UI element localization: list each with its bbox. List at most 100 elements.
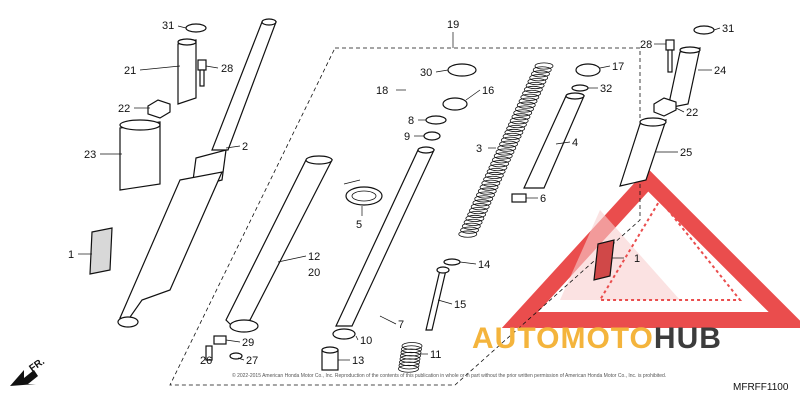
callout-c8: 8 <box>408 115 414 127</box>
spring-coil <box>520 93 540 101</box>
leader-line-c4 <box>555 141 571 145</box>
spring-coil <box>525 81 545 90</box>
spring-coil <box>500 136 520 144</box>
callout-c26: 26 <box>200 355 212 367</box>
watermark-text: AUTOMOTOHUB <box>472 322 722 355</box>
spring-coil <box>506 124 526 133</box>
callout-c29: 29 <box>242 337 254 349</box>
washer-9 <box>423 131 441 141</box>
spring-coil <box>488 164 508 172</box>
spring-seat-6 <box>511 193 527 203</box>
callout-c28: 28 <box>221 63 233 75</box>
spring-coil <box>472 199 492 207</box>
spring-coil <box>479 183 499 191</box>
spring-coil <box>516 101 536 109</box>
front-arrow-icon <box>10 370 38 386</box>
spring-coil <box>458 230 478 238</box>
spring-coil <box>477 187 497 195</box>
callout-c24: 24 <box>714 65 726 77</box>
fork-tube-2 <box>117 18 277 328</box>
spring-coil <box>486 167 506 176</box>
callout-c30: 30 <box>420 67 432 79</box>
leader-line-c17 <box>599 65 611 69</box>
leader-line-c14 <box>459 261 477 265</box>
callout-c7: 7 <box>398 319 404 331</box>
spring-coil <box>490 160 510 168</box>
leader-line-c31r <box>713 27 721 31</box>
leader-line-c2 <box>225 145 241 149</box>
watermark-logo <box>501 168 800 328</box>
spring-coil <box>476 191 495 199</box>
reflector-1-right <box>593 239 615 281</box>
spring-coil <box>497 144 517 152</box>
callout-c28r: 28 <box>640 39 652 51</box>
bolt-29 <box>213 335 227 345</box>
watermark-part-a: AUTO <box>472 322 560 355</box>
spring-coil <box>495 148 515 156</box>
cap-17 <box>575 63 601 77</box>
assembly-group-19-outline <box>169 47 641 386</box>
spring-coil <box>508 121 527 129</box>
leader-line-c30 <box>435 69 449 73</box>
spacer-4 <box>523 92 585 189</box>
spring-coil <box>522 89 541 97</box>
leader-line-c28 <box>205 65 219 69</box>
front-direction-label: FR. <box>27 356 47 374</box>
bolt-28-right <box>665 39 675 73</box>
bushing-10 <box>332 328 356 340</box>
callout-c17: 17 <box>612 61 624 73</box>
callout-c6: 6 <box>540 193 546 205</box>
spring-coil <box>463 218 483 226</box>
fork-pipe-7 <box>335 146 435 327</box>
leader-line-c16 <box>465 89 481 101</box>
callout-c13: 13 <box>352 355 364 367</box>
watermark-part-c: HUB <box>654 322 722 355</box>
fork-spring-3 <box>458 62 554 238</box>
callout-c23: 23 <box>84 149 96 161</box>
spring-coil <box>484 171 504 180</box>
spring-coil <box>474 195 494 203</box>
spring-coil <box>483 175 502 183</box>
leader-line-c31 <box>177 25 187 29</box>
spring-coil <box>470 203 490 211</box>
callout-c4: 4 <box>572 137 578 149</box>
callout-c1r: 1 <box>634 253 640 265</box>
leader-line-c7 <box>379 315 397 325</box>
spring-coil <box>398 361 420 370</box>
spring-coil <box>400 348 422 357</box>
nut-22-right <box>653 97 677 117</box>
leader-line-c12 <box>277 255 307 263</box>
o-ring-31-right <box>693 25 715 35</box>
callout-c16: 16 <box>482 85 494 97</box>
fork-cover-23 <box>119 119 161 191</box>
callout-c21: 21 <box>124 65 136 77</box>
nut-22-left <box>147 99 171 119</box>
spring-coil <box>523 85 543 94</box>
bolt-26 <box>205 345 213 361</box>
copyright-notice: © 2022-2015 American Honda Motor Co., In… <box>232 372 666 379</box>
spring-coil <box>531 70 550 78</box>
front-direction-indicator: FR. <box>10 356 47 386</box>
spring-coil <box>481 179 501 187</box>
spring-coil <box>513 109 533 117</box>
leader-line-c10 <box>355 335 359 341</box>
spring-coil <box>465 214 485 223</box>
fork-cover-21 <box>177 38 197 105</box>
spring-coil <box>499 140 518 148</box>
spring-coil <box>400 351 421 360</box>
callout-c1: 1 <box>68 249 74 261</box>
callout-c25: 25 <box>680 147 692 159</box>
callout-c12: 12 <box>308 251 320 263</box>
callout-c10: 10 <box>360 335 372 347</box>
spring-coil <box>401 342 423 350</box>
callout-c15: 15 <box>454 299 466 311</box>
callout-c22r: 22 <box>686 107 698 119</box>
o-ring-31-left <box>185 23 207 33</box>
spring-coil <box>467 210 487 219</box>
callout-c22: 22 <box>118 103 130 115</box>
oil-seal-5 <box>343 179 383 206</box>
spring-coil <box>518 97 538 105</box>
spring-coil <box>461 222 481 230</box>
